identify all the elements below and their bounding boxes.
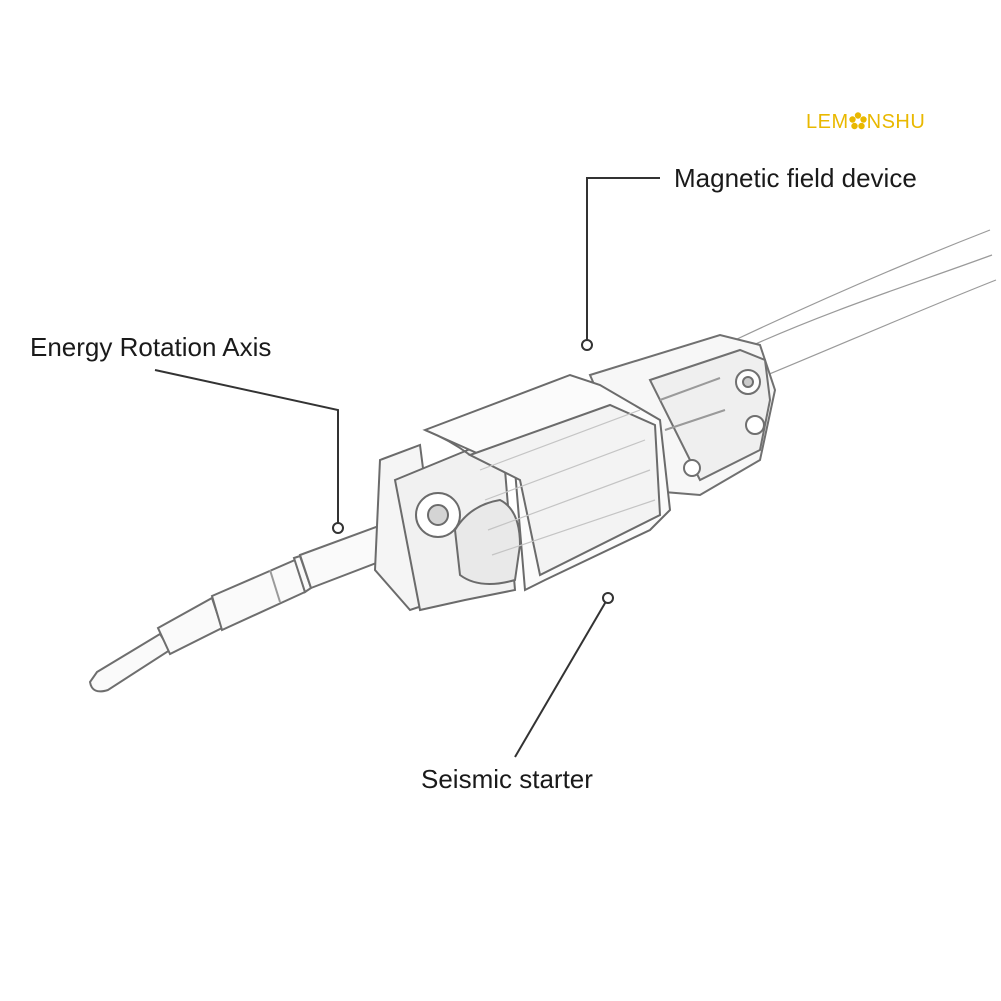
label-seismic-starter: Seismic starter <box>421 764 593 794</box>
leader-energy-dot <box>332 522 344 534</box>
leader-seismic <box>514 597 609 758</box>
lemon-flower-icon <box>848 112 867 130</box>
callout-leaders <box>154 177 660 758</box>
label-magnetic-field-device: Magnetic field device <box>674 163 917 193</box>
rotation-shaft <box>88 518 407 693</box>
label-energy-rotation-axis: Energy Rotation Axis <box>30 332 272 362</box>
lead-wires <box>734 229 997 381</box>
winding-coil <box>422 373 672 592</box>
brand-logo-prefix: LEM <box>806 111 849 133</box>
brand-logo: LEM NSHU <box>806 112 925 132</box>
leader-seismic-dot <box>602 592 614 604</box>
leader-energy <box>154 369 339 528</box>
brand-logo-suffix: NSHU <box>866 111 926 133</box>
leader-magnetic <box>586 177 660 345</box>
leader-magnetic-dot <box>581 339 593 351</box>
